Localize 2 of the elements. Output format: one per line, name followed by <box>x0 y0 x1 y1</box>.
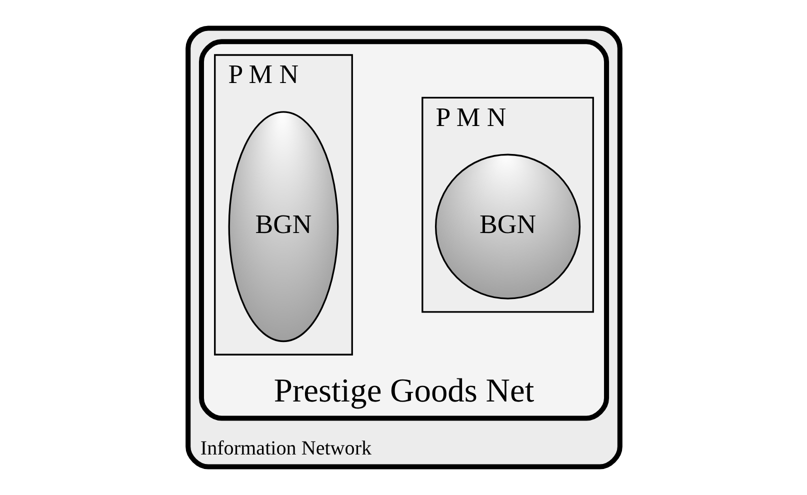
node-ellipse: BGN <box>228 111 338 342</box>
node-circle: BGN <box>434 154 580 300</box>
